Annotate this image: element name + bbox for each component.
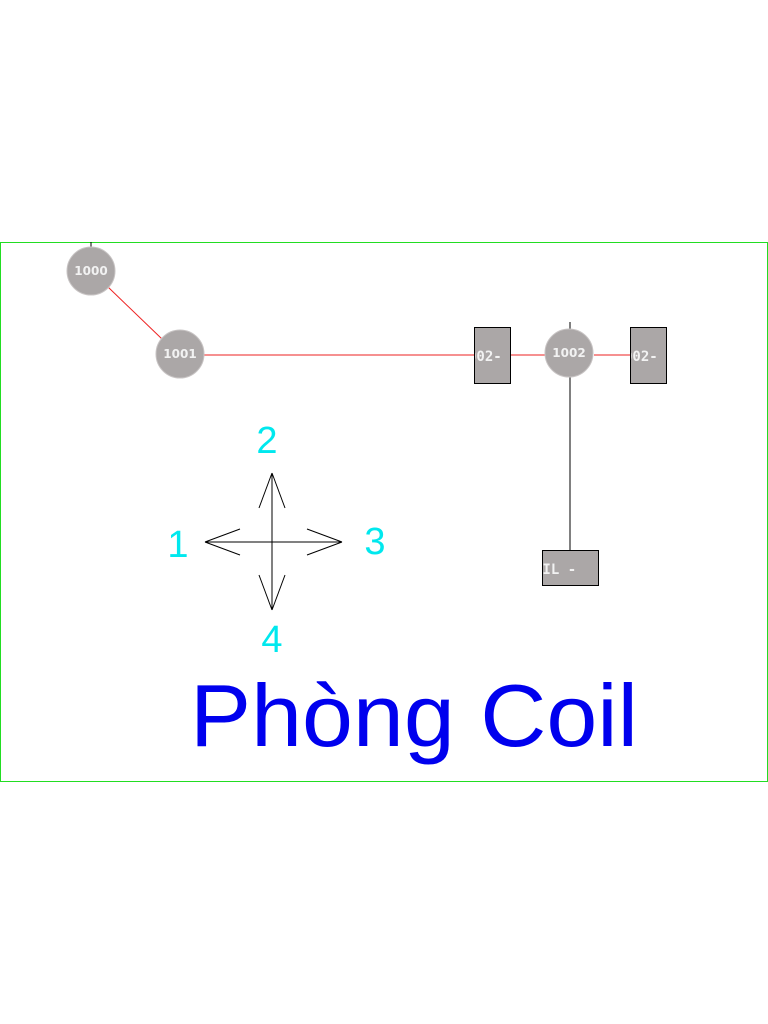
box-right[interactable]: 002- [624,327,667,384]
compass-arrows-icon [204,472,343,611]
node-1001[interactable]: 1001 [155,329,205,379]
node-1001-label: 1001 [163,347,196,361]
box-coil-rect [542,550,599,586]
box-left[interactable]: 002- [468,327,511,384]
direction-label-3: 3 [364,521,385,563]
node-1000-circle [66,246,116,296]
box-right-rect [630,327,667,384]
direction-label-4: 4 [261,619,282,661]
box-coil-label: OIL - [534,562,576,578]
node-1002[interactable]: 1002 [544,328,594,378]
box-left-rect [474,327,511,384]
node-1000-label: 1000 [74,264,107,278]
node-1001-circle [155,329,205,379]
box-coil[interactable]: OIL - [534,550,599,586]
node-1002-label: 1002 [552,346,585,360]
box-right-label: 002- [624,349,658,365]
node-1000[interactable]: 1000 [66,246,116,296]
box-left-label: 002- [468,349,502,365]
direction-label-1: 1 [167,524,188,566]
room-title: Phòng Coil [190,666,638,765]
direction-label-2: 2 [256,420,277,462]
link-1000-1001 [107,286,163,340]
node-1002-circle [544,328,594,378]
